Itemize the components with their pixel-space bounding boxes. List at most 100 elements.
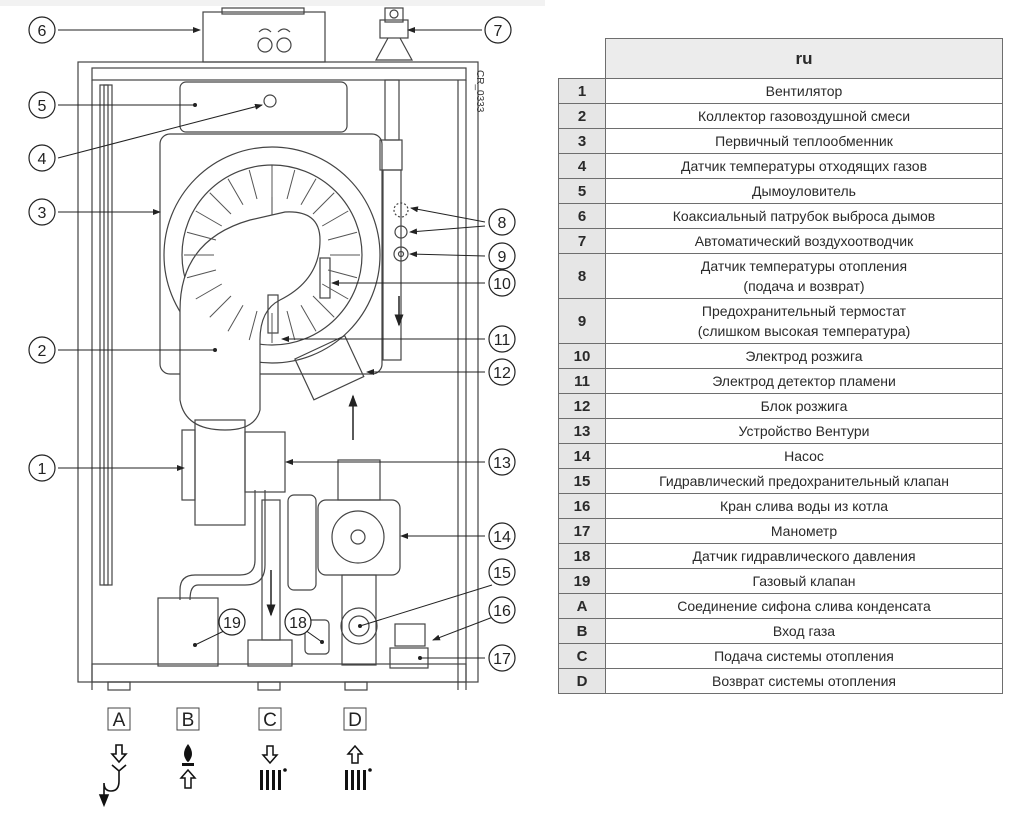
callout-12: 12 — [488, 358, 516, 386]
legend-description-line: Гидравлический предохранительный клапан — [659, 473, 949, 489]
legend-number: 8 — [558, 253, 606, 299]
legend-description: Электрод детектор пламени — [605, 368, 1003, 394]
connection-b-label: B — [182, 710, 195, 731]
fin — [327, 269, 358, 279]
fin — [186, 231, 217, 241]
legend-description-line: Манометр — [770, 523, 838, 539]
callout-3: 3 — [28, 198, 56, 226]
legend-description-line: Коллектор газовоздушной смеси — [697, 108, 911, 124]
legend-number: 17 — [558, 518, 606, 544]
legend-description-line: Устройство Вентури — [738, 423, 870, 439]
legend-description-line: Предохранительный термостат — [701, 303, 907, 319]
legend-row: 17 Манометр — [558, 518, 1003, 544]
legend-number: 7 — [558, 228, 606, 254]
fin — [327, 231, 358, 241]
callout-10: 10 — [488, 269, 516, 297]
connection-a: A — [107, 707, 131, 731]
boiler-body — [77, 7, 479, 691]
callout-number: 19 — [223, 615, 241, 632]
legend-description: Вход газа — [605, 618, 1003, 644]
callout-number: 8 — [498, 215, 507, 232]
callout-4: 4 — [28, 144, 56, 172]
legend-description: Коллектор газовоздушной смеси — [605, 103, 1003, 129]
legend-description: Устройство Вентури — [605, 418, 1003, 444]
callout-circle — [488, 558, 516, 586]
legend-description: Коаксиальный патрубок выброса дымов — [605, 203, 1003, 229]
legend-row: 2 Коллектор газовоздушной смеси — [558, 103, 1003, 129]
legend-description: Блок розжига — [605, 393, 1003, 419]
callout-7: 7 — [484, 16, 512, 44]
callout-number: 5 — [38, 98, 47, 115]
fin — [209, 192, 232, 215]
legend-number: C — [558, 643, 606, 669]
fin — [321, 210, 349, 227]
callout-number: 1 — [38, 461, 47, 478]
legend-description-line: Дымоуловитель — [752, 183, 856, 199]
callout-circle — [28, 144, 56, 172]
callout-14: 14 — [488, 522, 516, 550]
legend-number: 11 — [558, 368, 606, 394]
callout-number: 15 — [493, 565, 511, 582]
callout-17: 17 — [488, 644, 516, 672]
legend-description-line: Датчик температуры отопления — [700, 258, 908, 274]
fin — [195, 210, 223, 227]
heat-exchanger-fins — [184, 167, 360, 343]
legend-description-line: (слишком высокая температура) — [697, 323, 911, 339]
callout-number: 10 — [493, 276, 511, 293]
legend-row: 13 Устройство Вентури — [558, 418, 1003, 444]
legend-description: Вентилятор — [605, 78, 1003, 104]
fin — [209, 295, 232, 318]
legend-description: Автоматический воздухоотводчик — [605, 228, 1003, 254]
legend-number: 13 — [558, 418, 606, 444]
legend-number: D — [558, 668, 606, 694]
legend-description: Кран слива воды из котла — [605, 493, 1003, 519]
callout-circle — [488, 208, 516, 236]
callout-11: 11 — [488, 325, 516, 353]
legend-number: 5 — [558, 178, 606, 204]
legend-description: Газовый клапан — [605, 568, 1003, 594]
legend-description-line: Газовый клапан — [752, 573, 856, 589]
legend-description-line: Насос — [784, 448, 824, 464]
callout-18: 18 — [284, 608, 312, 636]
legend-description: Датчик температуры отопления(подача и во… — [605, 253, 1003, 299]
connection-labels: A B C D — [107, 707, 367, 731]
legend-description-line: Подача системы отопления — [714, 648, 894, 664]
callout-circle — [488, 644, 516, 672]
callout-6: 6 — [28, 16, 56, 44]
legend-number: 3 — [558, 128, 606, 154]
legend-description-line: Коаксиальный патрубок выброса дымов — [672, 208, 936, 224]
callout-circle — [488, 596, 516, 624]
callout-15: 15 — [488, 558, 516, 586]
fin — [312, 295, 335, 318]
legend-description: Электрод розжига — [605, 343, 1003, 369]
legend-corner — [559, 39, 606, 79]
callout-19: 19 — [218, 608, 246, 636]
legend-header: ru — [605, 38, 1003, 79]
drawing-code: CR_0333 — [474, 70, 485, 113]
callout-circle — [488, 522, 516, 550]
legend-description: Гидравлический предохранительный клапан — [605, 468, 1003, 494]
legend-number: 2 — [558, 103, 606, 129]
callout-number: 2 — [38, 343, 47, 360]
condensate-drain-icon — [98, 744, 128, 808]
callout-1: 1 — [28, 454, 56, 482]
callout-dots — [193, 103, 422, 660]
callout-circle — [488, 242, 516, 270]
callout-circle — [28, 336, 56, 364]
legend-description: Насос — [605, 443, 1003, 469]
legend-number: 16 — [558, 493, 606, 519]
callout-circle — [28, 454, 56, 482]
legend-number: 4 — [558, 153, 606, 179]
legend-description: Манометр — [605, 518, 1003, 544]
